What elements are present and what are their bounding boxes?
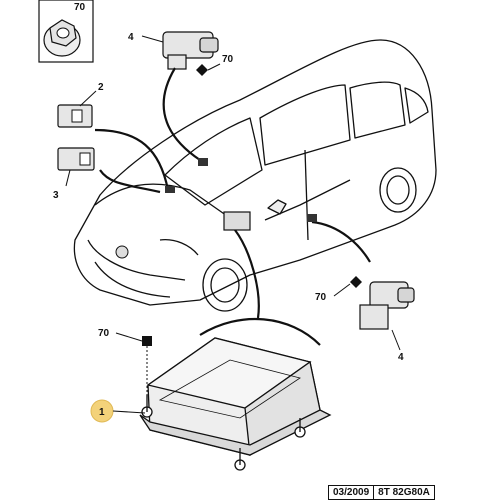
callout-70-right: 70 <box>315 292 327 303</box>
callout-1: 1 <box>99 407 105 418</box>
callout-70-top: 70 <box>222 54 234 65</box>
callout-70-bottom: 70 <box>98 328 110 339</box>
drawing-reference: 03/2009 8T 82G80A <box>328 485 435 500</box>
fastener-marker-top <box>196 64 208 76</box>
impact-sensor-right <box>359 281 415 330</box>
airbag-ecu-module <box>139 337 332 471</box>
connector-part-3 <box>57 147 95 171</box>
inset-label: 70 <box>74 2 86 13</box>
leader-lines <box>94 67 371 346</box>
impact-sensor-top <box>162 31 219 70</box>
drawing-reference-code: 8T 82G80A <box>374 485 435 500</box>
callout-1-badge: 1 <box>90 399 114 423</box>
drawing-date: 03/2009 <box>328 485 375 500</box>
callout-3: 3 <box>53 190 59 201</box>
fastener-marker-bottom <box>142 336 152 346</box>
connector-part-2 <box>57 104 93 128</box>
flange-nut-icon <box>43 19 81 57</box>
callout-4-right: 4 <box>398 352 404 363</box>
callout-4-top: 4 <box>128 32 134 43</box>
brand-emblem-icon <box>115 245 129 259</box>
callout-2: 2 <box>98 82 104 93</box>
car-outline <box>73 39 437 312</box>
nut-inset: 70 <box>38 0 94 63</box>
fastener-marker-right <box>350 276 362 288</box>
